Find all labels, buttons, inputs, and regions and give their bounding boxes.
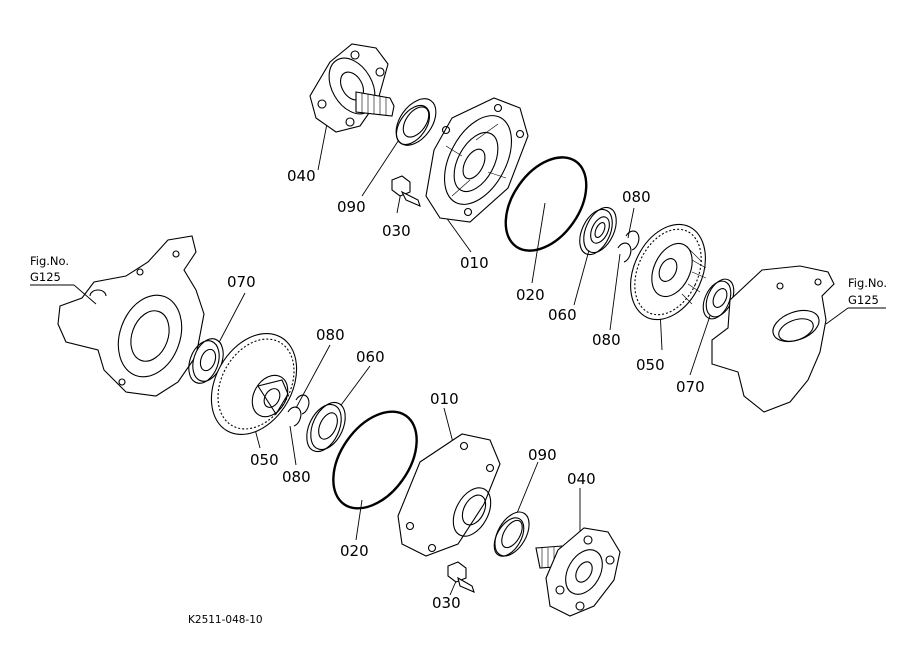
part-010-case-bottom <box>397 433 501 557</box>
part-050-gear-bottom <box>210 332 298 436</box>
callout-090-bottom: 090 <box>528 446 557 464</box>
reference-left-line1: Fig.No. <box>30 254 69 268</box>
housing-right <box>711 265 835 413</box>
part-060-bearing-top <box>579 206 617 256</box>
callout-030-top: 030 <box>382 222 411 240</box>
reference-left: Fig.No. G125 <box>30 254 97 305</box>
part-050-gear-top <box>630 223 707 321</box>
callout-050-bottom: 050 <box>250 451 279 469</box>
callout-020-top: 020 <box>516 286 545 304</box>
part-090-seal-top <box>395 98 437 146</box>
callout-050-top: 050 <box>636 356 665 374</box>
part-060-bearing-bottom <box>306 401 346 453</box>
callout-080-top-a: 080 <box>622 188 651 206</box>
part-030-bolt-top <box>391 175 421 207</box>
part-040-flange-top <box>309 43 395 133</box>
part-090-seal-bottom <box>493 511 530 557</box>
callout-040-top: 040 <box>287 167 316 185</box>
callout-010-bottom: 010 <box>430 390 459 408</box>
part-020-oring-top <box>504 156 588 252</box>
callout-080-bottom-a: 080 <box>316 326 345 344</box>
callout-060-top: 060 <box>548 306 577 324</box>
figure-code: K2511-048-10 <box>188 614 263 626</box>
reference-right-line2: G125 <box>848 293 879 307</box>
part-030-bolt-bottom <box>447 561 475 593</box>
callout-030-bottom: 030 <box>432 594 461 612</box>
part-010-case-top <box>425 97 529 223</box>
callout-070-right: 070 <box>676 378 705 396</box>
part-080-circlip-bottom <box>287 394 310 427</box>
part-040-flange-bottom <box>535 527 621 617</box>
reference-left-line2: G125 <box>30 270 61 284</box>
callout-080-bottom-b: 080 <box>282 468 311 486</box>
callout-010-top: 010 <box>460 254 489 272</box>
callout-090-top: 090 <box>337 198 366 216</box>
callout-060-bottom: 060 <box>356 348 385 366</box>
part-070-bearing-right <box>702 278 735 320</box>
part-080-circlip-top <box>617 230 640 263</box>
callout-labels: 040 090 030 010 020 080 060 080 050 070 … <box>227 167 705 612</box>
reference-right-line1: Fig.No. <box>848 276 887 290</box>
reference-right: Fig.No. G125 <box>825 276 887 325</box>
callout-080-top-b: 080 <box>592 331 621 349</box>
callout-070-left: 070 <box>227 273 256 291</box>
part-020-oring-bottom <box>332 410 418 510</box>
housing-left <box>57 235 205 397</box>
callout-040-bottom: 040 <box>567 470 596 488</box>
callout-020-bottom: 020 <box>340 542 369 560</box>
